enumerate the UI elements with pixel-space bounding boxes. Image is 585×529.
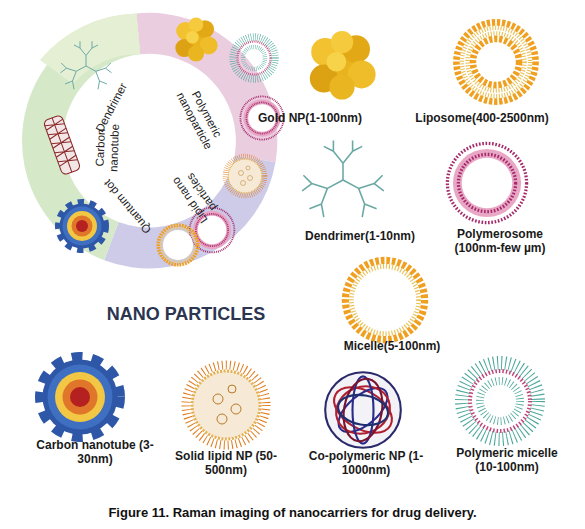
particle-label: Polymeric micelle (10-100nm) [447,446,567,475]
title: NANO PARTICLES [66,304,306,325]
particle-label: Solid lipid NP (50-500nm) [156,449,296,478]
ring-label: Carbon nanotube [93,113,123,184]
particle-label: Gold NP(1-100nm) [240,111,380,125]
particle-label: Micelle(5-100nm) [322,339,462,353]
particle-label: Carbon nanotube (3-30nm) [30,438,160,467]
particle-label: Liposome(400-2500nm) [402,111,562,125]
particle-label: Polymerosome (100nm-few µm) [445,227,555,256]
caption: Figure 11. Raman imaging of nanocarriers… [0,505,585,520]
particle-label: Co-polymeric NP (1-1000nm) [296,449,436,478]
particle-label: Dendrimer(1-10nm) [290,229,430,243]
